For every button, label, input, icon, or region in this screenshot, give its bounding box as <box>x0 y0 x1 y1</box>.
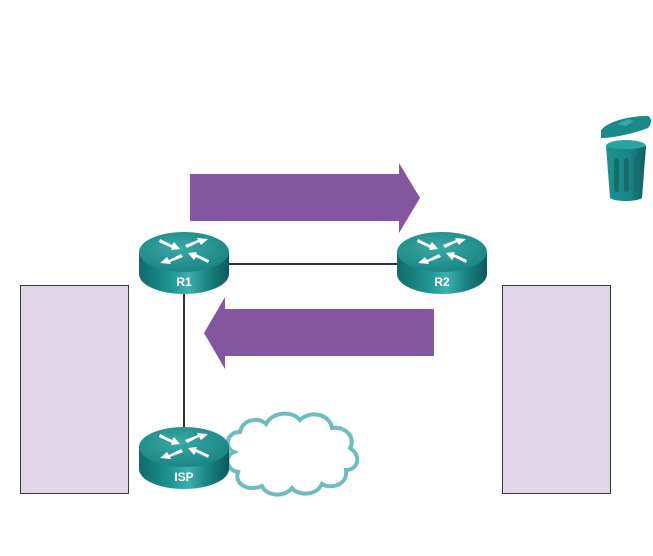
router-r2[interactable]: R2 <box>396 230 488 296</box>
router-icon: ISP <box>139 427 229 489</box>
arrow-right-r1-to-r2[interactable] <box>189 162 421 234</box>
cloud-icon <box>225 411 360 497</box>
router-icon: R2 <box>397 232 487 294</box>
router-label: R1 <box>176 275 192 289</box>
drop-zone-right[interactable] <box>502 285 611 494</box>
router-isp[interactable]: ISP <box>138 425 230 491</box>
router-icon: R1 <box>139 232 229 294</box>
arrow-left-r2-to-r1[interactable] <box>203 296 435 370</box>
trash-can-icon[interactable] <box>598 112 653 204</box>
router-label: ISP <box>174 470 193 484</box>
router-r1[interactable]: R1 <box>138 230 230 296</box>
router-label: R2 <box>434 275 450 289</box>
drop-zone-left[interactable] <box>20 285 129 494</box>
